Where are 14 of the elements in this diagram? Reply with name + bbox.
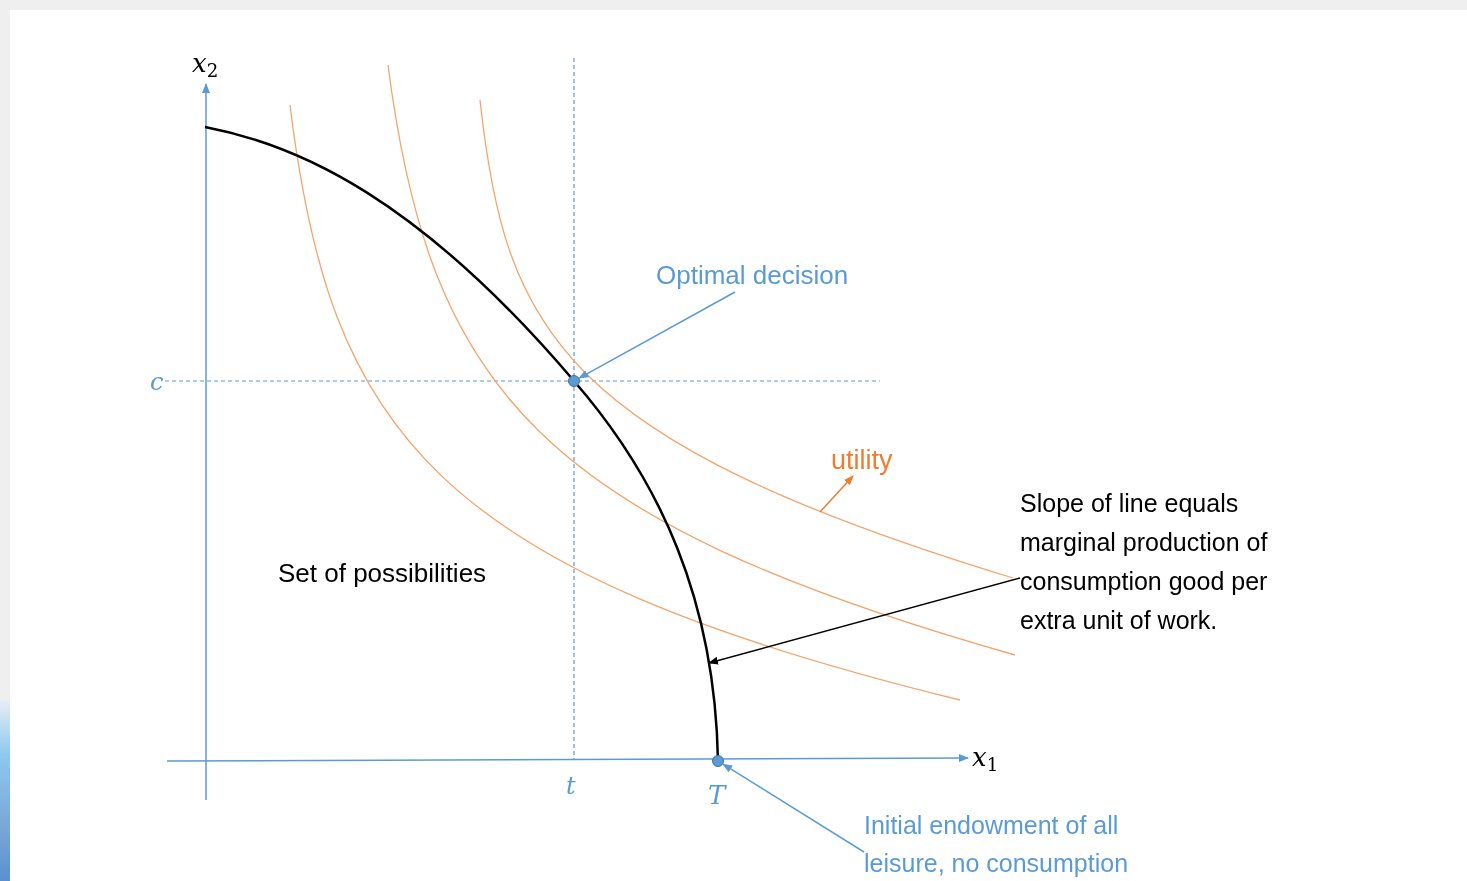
arrow xyxy=(708,577,1021,665)
axis-tick-label: t xyxy=(566,774,576,798)
axis-tick-label: T xyxy=(708,782,726,808)
axis-tick-label: c xyxy=(150,370,164,394)
region-label: Set of possibilities xyxy=(278,560,487,586)
axis-label: x$_{1}$ xyxy=(972,744,999,774)
callout-text: Initial endowment of all leisure, no consumption xyxy=(864,810,1130,879)
annotation-text: Slope of line equals marginal production of consumption good per extra unit of work. xyxy=(1020,488,1269,636)
axis-label: x$_{2}$ xyxy=(192,50,219,80)
curve-label: utility xyxy=(831,444,894,476)
arrow xyxy=(722,763,865,853)
arrow xyxy=(819,475,854,513)
arrow xyxy=(578,291,736,379)
callout-text: Optimal decision xyxy=(656,259,850,292)
